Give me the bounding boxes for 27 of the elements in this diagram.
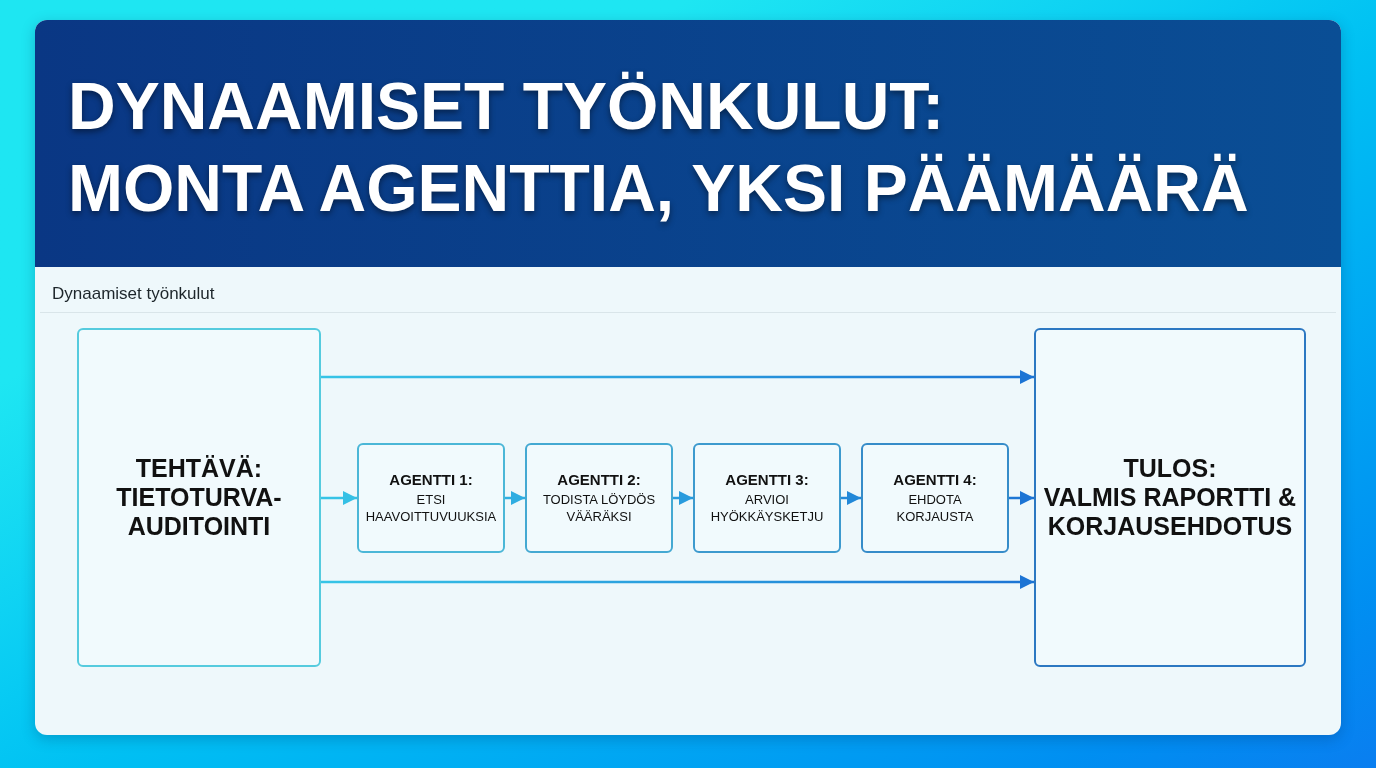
title: DYNAAMISET TYÖNKULUT: MONTA AGENTTIA, YKSI PÄÄMÄÄRÄ: [68, 67, 1249, 227]
box-heading: TEHTÄVÄ:: [135, 454, 263, 484]
box-text: VALMIS RAPORTTI & KORJAUSEHDOTUS: [1042, 483, 1298, 541]
box-text: ETSI HAAVOITTUVUUKSIA: [364, 490, 498, 526]
box-heading: TULOS:: [1123, 454, 1217, 484]
arrow: [321, 575, 1034, 589]
process-box: [77, 328, 321, 667]
process-box: [1034, 328, 1306, 667]
box-heading: AGENTTI 4:: [893, 470, 977, 491]
arrow: [321, 370, 1034, 384]
arrow: [1009, 491, 1034, 505]
process-box: [357, 443, 505, 553]
process-box: [861, 443, 1009, 553]
box-text: TODISTA LÖYDÖS VÄÄRÄKSI: [541, 490, 657, 526]
box-text: ARVIOI HYÖKKÄYSKETJU: [709, 490, 825, 526]
arrow: [841, 491, 861, 505]
box-heading: AGENTTI 3:: [725, 470, 809, 491]
arrow: [321, 491, 357, 505]
arrow: [505, 491, 525, 505]
process-box: [525, 443, 673, 553]
box-text: EHDOTA KORJAUSTA: [895, 490, 975, 526]
process-box: [693, 443, 841, 553]
box-heading: AGENTTI 1:: [389, 470, 473, 491]
box-heading: AGENTTI 2:: [557, 470, 641, 491]
box-text: TIETOTURVA-AUDITOINTI: [115, 483, 283, 541]
arrow: [673, 491, 693, 505]
panel-heading: Dynaamiset työnkulut: [52, 283, 215, 305]
